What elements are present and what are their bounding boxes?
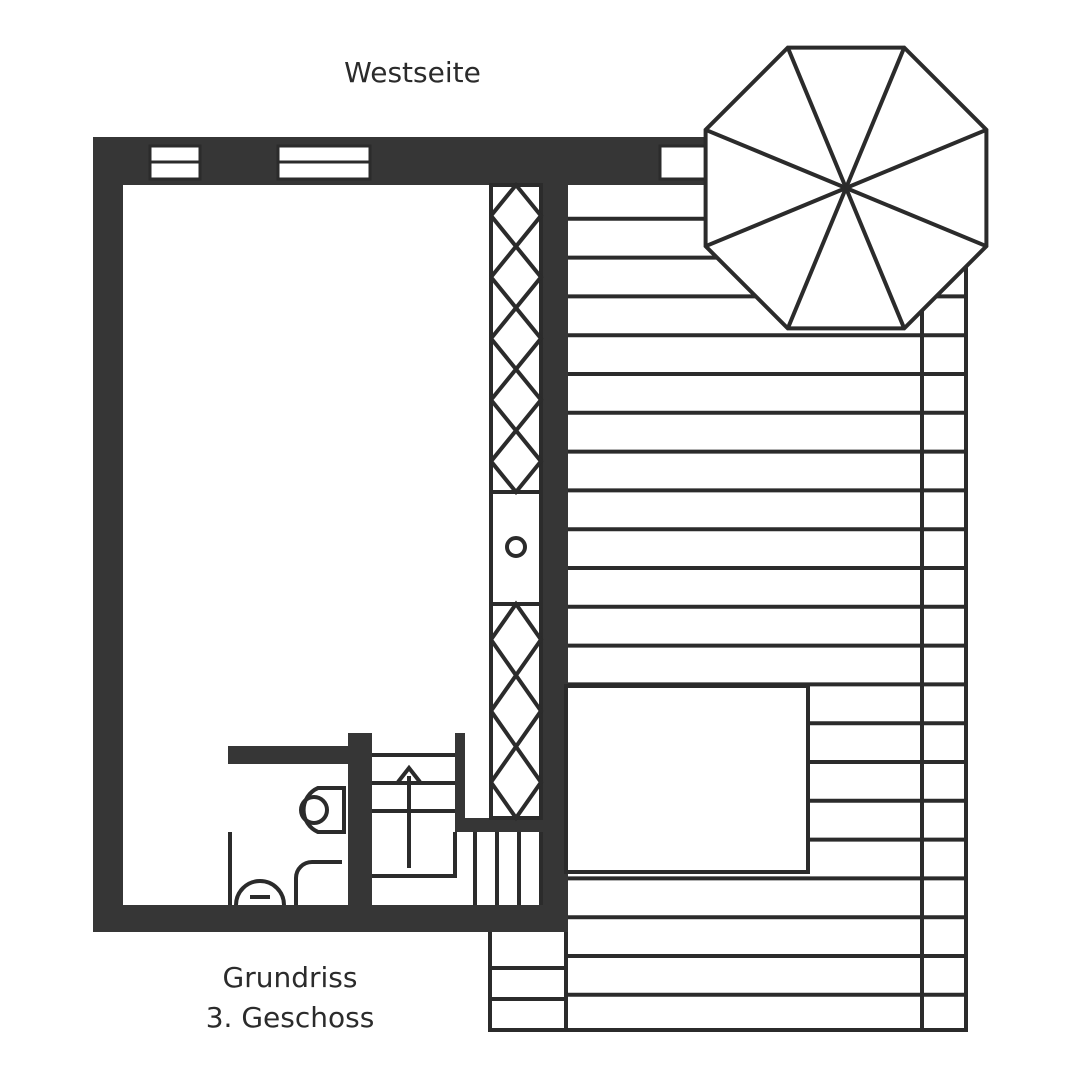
parasol-rib (704, 127, 847, 190)
windows (148, 144, 710, 181)
bathroom-wall-north (228, 746, 356, 764)
stair-treads (372, 753, 543, 905)
stair-landing-wall (455, 818, 545, 832)
caption-line-2: 3. Geschoss (205, 1001, 375, 1034)
circle-sink-icon (505, 536, 527, 558)
caption-line-1: Grundriss (222, 961, 358, 994)
window-3 (658, 144, 710, 181)
washbasin-icon (299, 786, 346, 834)
parasol-rib (845, 127, 988, 190)
parasol-rib (785, 187, 848, 330)
cabinet-hatch-diamond (489, 600, 544, 679)
stair-landing (372, 832, 457, 878)
cabinet-upper (489, 183, 543, 494)
cabinet-hatch-diamond (489, 743, 544, 822)
cabinet-hatch-diamond (489, 243, 544, 311)
building-walls (93, 137, 708, 932)
wall-south (93, 905, 568, 932)
cabinet-hatch-diamond (489, 181, 544, 250)
parasol-rib (844, 187, 907, 330)
plan-caption: Grundriss 3. Geschoss (150, 958, 430, 1038)
parasol-rib (785, 46, 848, 189)
parasol-rib (704, 186, 847, 249)
terrace-extension (488, 928, 568, 1032)
window-2 (276, 144, 372, 181)
staircase (372, 753, 543, 905)
cabinet-lower-hatch (489, 600, 544, 822)
cabinet-hatch-diamond (489, 671, 544, 751)
cabinet-upper-hatch (489, 181, 544, 496)
bathroom-wall-east (348, 733, 372, 923)
window-1 (148, 144, 202, 181)
shower-corner (294, 860, 342, 905)
octagon-parasol-icon (703, 45, 989, 331)
wall-west (93, 137, 123, 932)
terrace-table (564, 684, 810, 874)
orientation-label: Westseite (344, 56, 481, 89)
stair-wall (455, 733, 465, 823)
cabinet-hatch-diamond (489, 304, 544, 373)
kitchen-counter (489, 181, 544, 822)
parasol-rib (844, 46, 907, 189)
cabinet-hatch-diamond (489, 366, 544, 434)
arrow-up-icon (396, 764, 422, 784)
wall-east (541, 137, 568, 932)
toilet-icon (234, 879, 286, 906)
parasol-rib (845, 186, 988, 249)
bathroom (228, 786, 346, 906)
cabinet-lower (489, 602, 543, 820)
cabinet-hatch-diamond (489, 427, 544, 496)
